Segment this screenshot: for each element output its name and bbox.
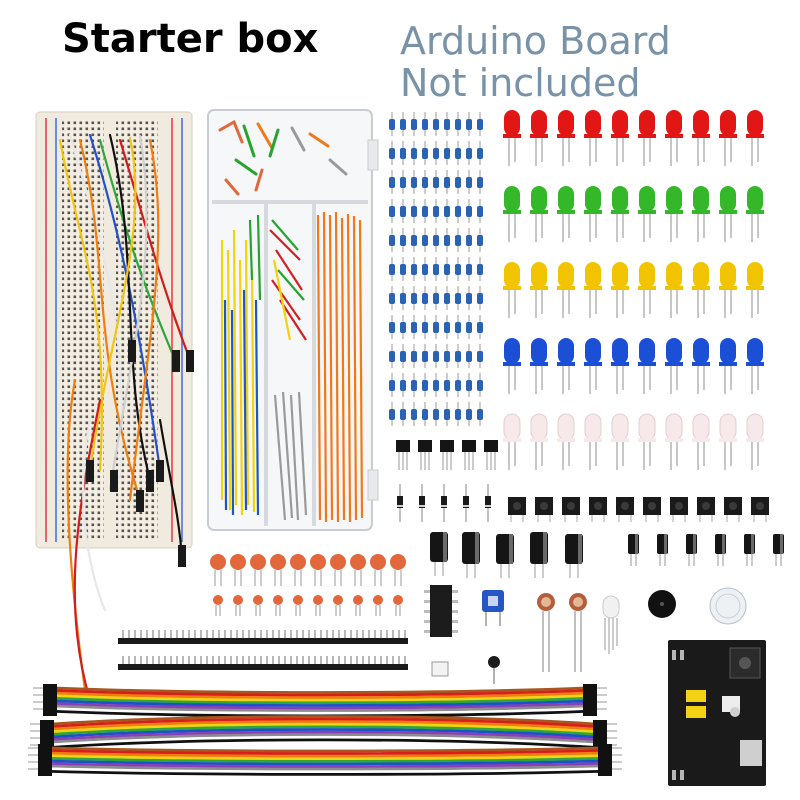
breadboard-power-module-icon: [668, 640, 766, 786]
ic-chip-icon: [424, 585, 500, 684]
note-line-2: Not included: [400, 61, 641, 105]
resistor-icon: [389, 112, 483, 426]
note-line-1: Arduino Board: [400, 19, 671, 63]
electrolytic-capacitor-icon: [430, 532, 784, 578]
arduino-not-included-note: Arduino Board Not included: [400, 20, 671, 104]
pin-header-icon: [118, 630, 408, 670]
buzzer-icon: [648, 587, 747, 625]
starter-box-title: Starter box: [62, 16, 319, 62]
photoresistor-icon: [537, 593, 587, 672]
led-icon: [503, 110, 764, 470]
wire-kit-box-icon: [207, 109, 379, 531]
push-button-icon: [508, 497, 769, 522]
dupont-ribbon-cable-icon: [28, 684, 622, 776]
rgb-led-icon: [602, 595, 620, 654]
potentiometer-icon: [482, 590, 504, 626]
transistor-icon: [396, 440, 498, 470]
ceramic-capacitor-icon: [210, 554, 406, 616]
jumper-wire-bundle-icon: [58, 133, 192, 702]
diode-icon: [397, 484, 491, 522]
jumper-wire-tips: [86, 340, 194, 567]
